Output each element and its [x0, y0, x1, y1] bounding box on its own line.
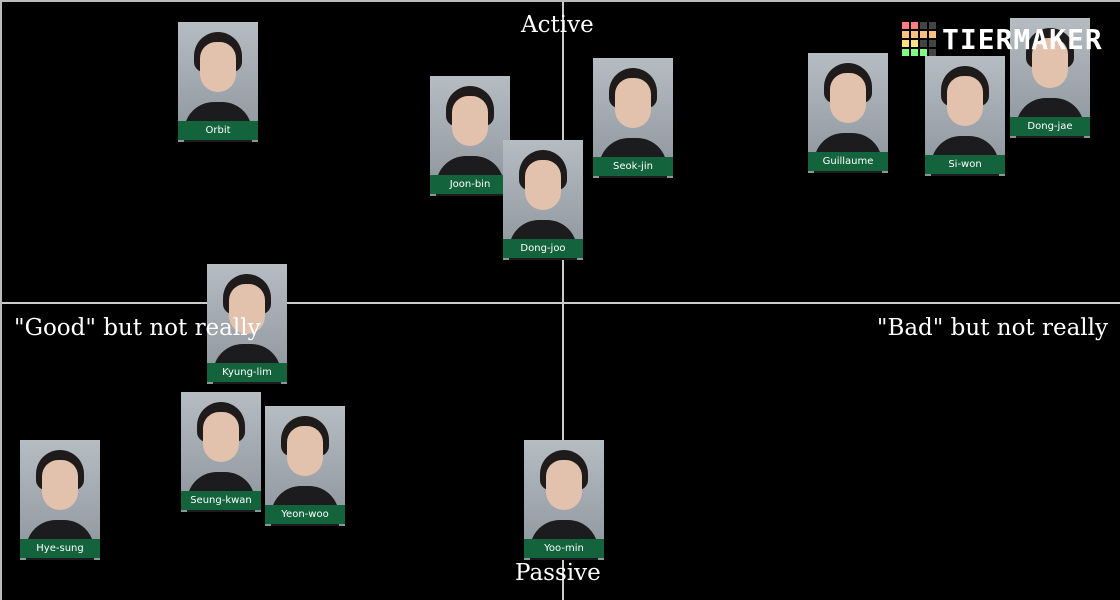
character-card[interactable]: Kyung-lim	[207, 264, 287, 384]
logo-grid-cell	[902, 22, 909, 29]
logo-grid-cell	[902, 31, 909, 38]
card-name-label: Hye-sung	[20, 539, 100, 558]
character-card[interactable]: Dong-jae	[1010, 18, 1090, 138]
character-card[interactable]: Guillaume	[808, 53, 888, 173]
tiermaker-logo: TIERMAKER	[902, 22, 1103, 56]
card-name-label: Guillaume	[808, 152, 888, 171]
character-card[interactable]: Orbit	[178, 22, 258, 142]
character-card[interactable]: Yoo-min	[524, 440, 604, 560]
axis-label-top: Active	[521, 12, 594, 38]
card-name-label: Yoo-min	[524, 539, 604, 558]
card-name-label: Dong-jae	[1010, 117, 1090, 136]
vertical-axis-line	[562, 2, 564, 600]
card-name-label: Joon-bin	[430, 175, 510, 194]
card-name-label: Dong-joo	[503, 239, 583, 258]
character-card[interactable]: Joon-bin	[430, 76, 510, 196]
character-card[interactable]: Seok-jin	[593, 58, 673, 178]
logo-grid-cell	[920, 49, 927, 56]
character-card[interactable]: Yeon-woo	[265, 406, 345, 526]
portrait-face	[229, 284, 265, 334]
card-name-label: Si-won	[925, 155, 1005, 174]
portrait-face	[1032, 38, 1068, 88]
logo-grid-cell	[920, 40, 927, 47]
logo-grid-cell	[911, 49, 918, 56]
portrait-face	[615, 78, 651, 128]
logo-grid-cell	[920, 22, 927, 29]
logo-grid-cell	[911, 40, 918, 47]
card-name-label: Kyung-lim	[207, 363, 287, 382]
portrait-face	[287, 426, 323, 476]
logo-grid-cell	[929, 22, 936, 29]
portrait-face	[203, 412, 239, 462]
axis-label-bottom: Passive	[515, 560, 601, 586]
logo-grid-icon	[902, 22, 936, 56]
portrait-face	[830, 73, 866, 123]
logo-text: TIERMAKER	[942, 22, 1103, 56]
axis-label-right: "Bad" but not really	[876, 315, 1108, 341]
card-name-label: Seung-kwan	[181, 491, 261, 510]
logo-grid-cell	[902, 49, 909, 56]
portrait-face	[200, 42, 236, 92]
logo-grid-cell	[929, 40, 936, 47]
portrait-face	[546, 460, 582, 510]
horizontal-axis-line	[2, 302, 1120, 304]
character-card[interactable]: Seung-kwan	[181, 392, 261, 512]
axis-label-left: "Good" but not really	[14, 315, 261, 341]
card-name-label: Yeon-woo	[265, 505, 345, 524]
portrait-face	[452, 96, 488, 146]
logo-grid-cell	[929, 31, 936, 38]
logo-grid-cell	[902, 40, 909, 47]
logo-grid-cell	[911, 22, 918, 29]
character-card[interactable]: Hye-sung	[20, 440, 100, 560]
card-name-label: Orbit	[178, 121, 258, 140]
portrait-face	[42, 460, 78, 510]
portrait-face	[947, 76, 983, 126]
logo-grid-cell	[911, 31, 918, 38]
logo-grid-cell	[920, 31, 927, 38]
character-card[interactable]: Dong-joo	[503, 140, 583, 260]
character-card[interactable]: Si-won	[925, 56, 1005, 176]
card-name-label: Seok-jin	[593, 157, 673, 176]
portrait-face	[525, 160, 561, 210]
logo-grid-cell	[929, 49, 936, 56]
